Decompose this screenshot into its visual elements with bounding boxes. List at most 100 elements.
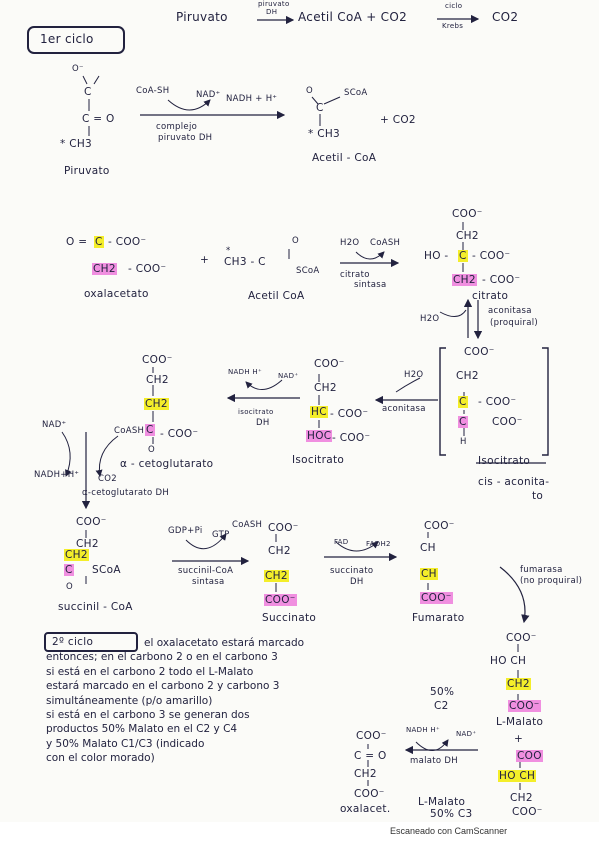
acetyl-c: C [316,102,324,114]
cis-c2-highlight: C [458,416,468,428]
cycle-1-box [27,26,125,54]
name-succinate: Succinato [262,612,317,624]
oxa2-coo: COO⁻ [356,730,387,742]
cit-ch2-highlight: CH2 [452,274,477,286]
oxa-o: O = [66,236,88,248]
mal2-ch2: CH2 [510,792,533,804]
name-acetylcoa-1: Acetil - CoA [312,152,377,164]
h2o-citrate: H2O [340,238,360,248]
acetyl-scoa: SCoA [344,88,368,98]
plus-co2: + CO2 [380,114,416,126]
cycle-2-label: 2º ciclo [52,636,94,648]
nadh-iso: NADH H⁺ [228,368,262,376]
c2-label: C2 [434,700,449,712]
enzyme-sdh-2: DH [350,577,364,587]
acetyl-o-2: O [292,236,299,246]
name-citrate: citrato [472,290,509,302]
note-text: el oxalacetato estará marcado entonces; … [46,637,305,765]
mal2-hoch-highlight: HO CH [498,770,537,782]
fum-ch-a: CH [420,542,436,554]
succoa-c-highlight: C [64,564,74,576]
mal-hoch: HO CH [490,655,527,667]
coash-citrate: CoASH [370,238,401,248]
scanner-footer-bar [0,822,599,848]
pyr-methyl: * CH3 [60,138,92,150]
mal-ch2-highlight: CH2 [506,678,531,690]
mal2-coo-b: COO⁻ [512,806,543,818]
scanner-watermark: Escaneado con CamScanner [390,826,508,836]
iso-hoc-highlight: HOC [306,430,333,442]
acetyl-o: O [306,86,313,96]
cis-ch2: CH2 [456,370,479,382]
mal-coo-b-highlight: COO⁻ [508,700,541,712]
akg-c-highlight: C [145,424,155,436]
suc-ch2a: CH2 [268,545,291,557]
eq-arrow-top: piruvato [258,0,290,8]
h2o-aconitase: H2O [420,314,440,324]
pyr-c-ketone: C = O [82,113,115,125]
eq-pyruvate: Piruvato [176,10,228,24]
enzyme-scs-1: succinil-CoA [178,566,234,576]
cit-coo-bottom: - COO⁻ [482,274,521,286]
eq-arrow-bottom: DH [266,8,278,16]
iso-hc-highlight: HC [310,406,328,418]
name-akg: α - cetoglutarato [120,458,214,470]
cis-c1-highlight: C [458,396,468,408]
name-pyruvate: Piruvato [64,165,110,177]
akg-coo-right: - COO⁻ [160,428,199,440]
name-succinylcoa: succinil - CoA [58,601,133,613]
coa-sh: CoA-SH [136,86,170,96]
name-oxa2: oxalacet. [340,803,391,815]
pct50-a: 50% [430,686,455,698]
enzyme-scs-2: sintasa [192,577,225,587]
name-isocitrato-crossed: Isocitrato [478,455,531,467]
fumarase-1: fumarasa [520,565,563,575]
akg-coo: COO⁻ [142,354,173,366]
eq-product: CO2 [492,10,519,24]
name-acetylcoa-2: Acetil CoA [248,290,305,302]
name-cis-2: to [532,490,544,502]
cycle-1-label: 1er ciclo [40,32,94,46]
pyr-c-top: C [84,86,92,98]
succoa-ch2a: CH2 [76,538,99,550]
iso-coo-bottom: - COO⁻ [332,432,371,444]
coash-akg: CoASH [114,426,145,436]
oxa2-co: C = O [354,750,387,762]
cit-ho: HO - [424,250,449,262]
oxa-ch2-highlight: CH2 [92,263,117,275]
fadh2: FADH2 [366,540,391,548]
nad-mdh: NAD⁺ [456,730,477,738]
name-isocitrate: Isocitrato [292,454,345,466]
eq-right: Acetil CoA + CO2 [298,10,408,24]
enzyme-pdh-1: complejo [156,122,198,132]
name-fumarate: Fumarato [412,612,465,624]
succoa-ch2b-highlight: CH2 [64,549,89,561]
isocit-dh-1: isocitrato [238,408,274,416]
cit-coo-right: - COO⁻ [472,250,511,262]
succoa-o: O [66,582,73,592]
gtp: GTP [212,530,230,540]
acetyl-ch3: * CH3 [308,128,340,140]
name-lmalate2: L-Malato [418,796,466,808]
cis-coo-1: - COO⁻ [478,396,517,408]
cit-ch2-top: CH2 [456,230,479,242]
suc-ch2b-highlight: CH2 [264,570,289,582]
co2-akg: CO2 [98,474,117,484]
akg-ch2-b-highlight: CH2 [144,398,169,410]
isocit-dh-2: DH [256,418,270,428]
nadh-1: NADH + H⁺ [226,94,278,104]
eq-arrow2-top: ciclo [445,2,463,10]
succoa-coo: COO⁻ [76,516,107,528]
name-oxaloacetate: oxalacetato [84,288,149,300]
iso-coo: COO⁻ [314,358,345,370]
fum-coo: COO⁻ [424,520,455,532]
nadh-left: NADH+H⁺ [34,470,80,480]
plus-row2: + [200,254,210,266]
mal-coo: COO⁻ [506,632,537,644]
oxa-c-highlight: C [94,236,104,248]
name-lmalate: L-Malato [496,716,544,728]
coash-scs: CoASH [232,520,263,530]
nad-1: NAD⁺ [196,90,221,100]
